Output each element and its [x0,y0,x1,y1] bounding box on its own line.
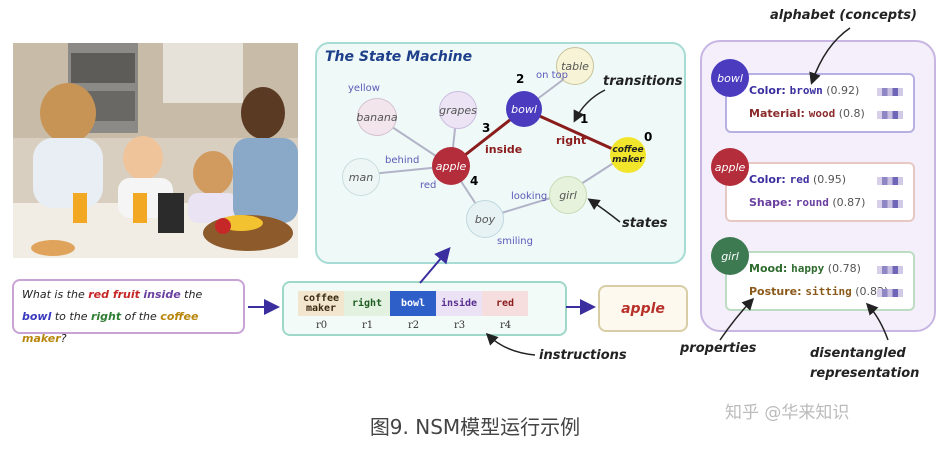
question-part: red fruit [88,288,140,301]
property-row: Material: wood (0.8) [749,107,865,120]
instructions-label: instructions [539,348,627,363]
property-row: Shape: round (0.87) [749,196,865,209]
question-part: ? [60,332,67,345]
property-value: wood [808,107,836,120]
property-confidence: (0.87) [828,196,866,209]
embedding-bar [877,177,903,185]
answer-box: apple [598,285,688,332]
node-grapes: grapes [439,91,477,129]
instruction-r-label: r0 [316,320,328,331]
property-key: Mood: [749,262,792,275]
property-row: Color: red (0.95) [749,173,846,186]
edge-label-behind: behind [385,155,420,166]
property-card-bowl: Color: brown (0.92) Material: wood (0.8) [725,73,915,133]
edge-label-yellow: yellow [348,83,380,94]
edge-label-inside: inside [485,143,523,156]
question-part: the [180,288,203,301]
property-key: Shape: [749,196,796,209]
embedding-bar [877,200,903,208]
question-part: coffee maker [22,310,199,345]
edge-label-right: right [556,134,587,147]
instructions-box: coffee maker r0 right r1 bowl r2 inside r3 red r4 [282,281,567,336]
step-4: 4 [470,174,479,188]
property-value: happy [791,262,825,275]
property-key: Posture: [749,285,806,298]
question-part: to the [51,310,91,323]
instruction-r-label: r3 [454,320,466,331]
edge-label-looking: looking [511,191,548,202]
property-key: Color: [749,173,790,186]
node-boy: boy [466,200,504,238]
figure-caption: 图9. NSM模型运行示例 [369,415,581,439]
watermark: 知乎 @华来知识 [725,403,850,423]
instruction-r-label: r2 [408,320,420,331]
question-box: What is the red fruit inside the bowl to… [12,279,245,345]
embedding-bar [877,111,903,119]
property-confidence: (0.8) [835,107,865,120]
instruction-r-label: r4 [500,320,512,331]
property-value: round [795,196,829,209]
property-confidence: (0.95) [809,173,847,186]
property-value: sitting [805,285,852,298]
property-card-apple: Color: red (0.95) Shape: round (0.87) [725,162,915,222]
node-man: man [342,158,380,196]
instruction-token: bowl [390,291,436,316]
instruction-token: right [344,291,390,316]
question-part: bowl [22,310,52,323]
annotation-transitions: transitions [603,74,683,89]
embedding-bar [877,289,903,297]
node-bowl: bowl [506,91,542,127]
property-row: Posture: sitting (0.82) [749,285,888,298]
instruction-r-label: r1 [362,320,374,331]
node-banana: banana [356,98,398,136]
step-0: 0 [644,130,653,144]
property-card-girl: Mood: happy (0.78) Posture: sitting (0.82… [725,251,915,311]
property-key: Material: [749,107,809,120]
question-part: inside [143,288,181,301]
properties-label: properties [680,341,757,356]
node-girl: girl [549,176,587,214]
object-circle-girl: girl [711,237,749,275]
state-machine-title: The State Machine [325,49,473,65]
edge-label-smiling: smiling [497,236,533,247]
family-photo [13,43,298,258]
question-part: right [90,310,122,323]
object-circle-apple: apple [711,148,749,186]
node-table: table [556,47,594,85]
question-part: of the [121,310,161,323]
question-part: What is the [22,288,89,301]
property-row: Mood: happy (0.78) [749,262,861,275]
property-value: red [789,173,810,186]
property-value: brown [789,84,823,97]
step-2: 2 [516,72,525,86]
node-apple: apple [432,147,470,185]
property-key: Color: [749,84,790,97]
annotation-states: states [622,216,668,231]
embedding-bar [877,266,903,274]
question-text: What is the red fruit inside the bowl to… [22,288,202,345]
step-3: 3 [482,121,491,135]
instruction-token: inside [436,291,482,316]
instruction-token: red [482,291,528,316]
instruction-token: coffee maker [298,291,344,316]
embedding-bar [877,88,903,96]
property-confidence: (0.78) [824,262,861,275]
property-confidence: (0.92) [822,84,860,97]
edge-label-red: red [420,180,437,191]
disentangled-label: disentangled representation [810,346,920,381]
edge-label-on-top: on top [536,70,569,81]
property-row: Color: brown (0.92) [749,84,859,97]
object-circle-bowl: bowl [711,59,749,97]
alphabet-label: alphabet (concepts) [770,8,917,23]
